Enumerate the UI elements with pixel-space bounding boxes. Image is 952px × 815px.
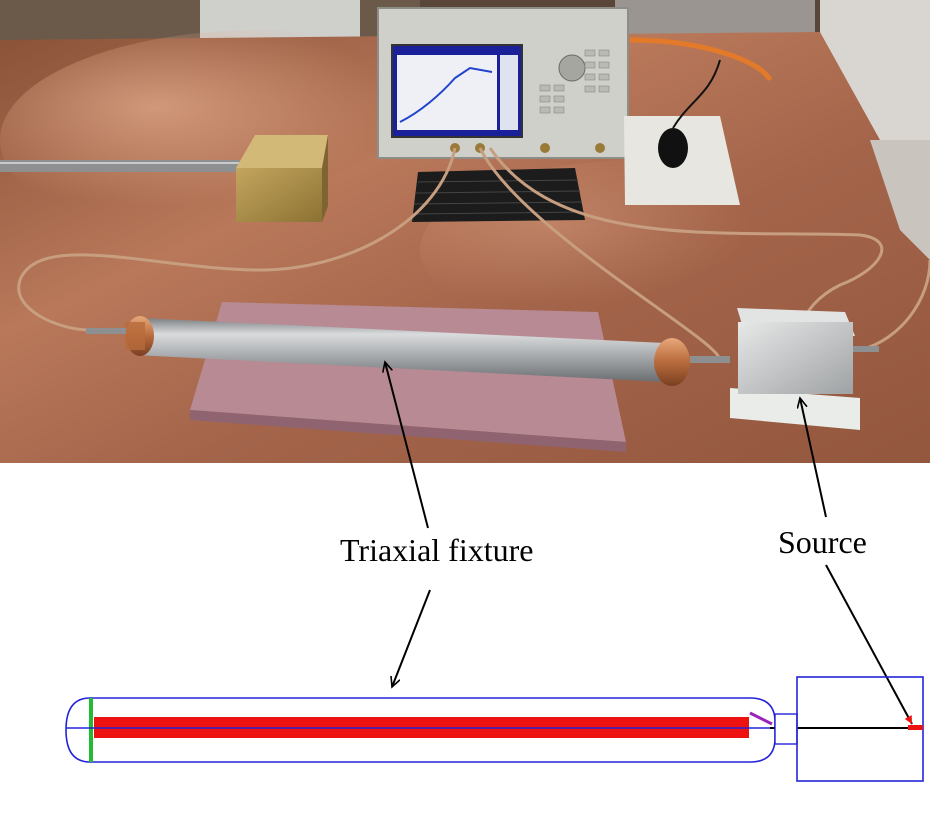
schematic-outer-shield [65,697,776,763]
schematic-source-box [796,676,924,782]
fixture-schematic-arrow [392,589,431,687]
schematic-connector [774,713,798,745]
schematic-source-element [908,725,923,730]
source-label: Source [778,524,867,560]
schematic [65,676,924,782]
schematic-probe [749,711,773,726]
triaxial-fixture-label: Triaxial fixture [340,532,534,568]
schematic-inner-conductor [94,717,749,738]
lab-photo [0,0,930,463]
source-schematic-arrow [825,564,913,725]
